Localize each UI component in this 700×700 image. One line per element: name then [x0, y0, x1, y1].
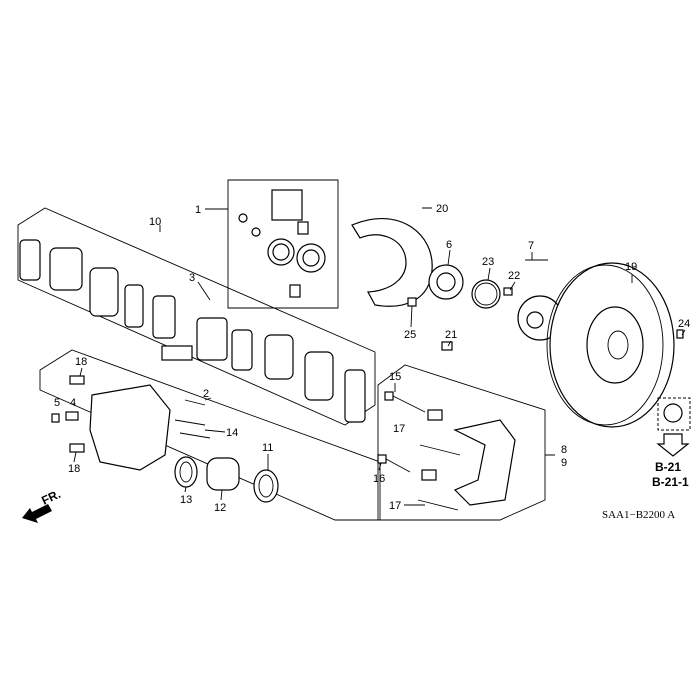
callout-19: 19 — [625, 261, 637, 273]
pads-and-shims — [19, 239, 366, 423]
callout-18-top: 18 — [75, 356, 87, 368]
front-indicator: FR. — [39, 487, 62, 508]
callout-23: 23 — [482, 256, 494, 268]
caliper-small-parts — [51, 375, 279, 503]
callout-3: 3 — [189, 272, 195, 284]
reference-b21[interactable]: B-21 — [655, 460, 681, 474]
splash-shield — [351, 218, 433, 307]
reference-b21-1[interactable]: B-21-1 — [652, 475, 689, 489]
front-arrow-icon — [22, 504, 52, 523]
callout-6: 6 — [446, 239, 452, 251]
callout-11: 11 — [262, 442, 273, 454]
caliper-body — [89, 384, 171, 471]
callout-10: 10 — [149, 216, 161, 228]
callout-25: 25 — [404, 329, 416, 341]
callout-7: 7 — [528, 240, 534, 252]
seal-kit-box — [227, 179, 339, 309]
callout-17-bottom: 17 — [389, 500, 401, 512]
callout-24: 24 — [678, 318, 690, 330]
callout-12: 12 — [214, 502, 226, 514]
callout-14: 14 — [226, 427, 238, 439]
diagram-code: SAA1−B2200 A — [602, 509, 675, 521]
bracket-small-parts — [377, 341, 461, 511]
callout-22: 22 — [508, 270, 520, 282]
callout-16: 16 — [373, 473, 385, 485]
callout-4: 4 — [70, 397, 76, 409]
caliper-bracket-box — [377, 364, 546, 521]
callout-18-bottom: 18 — [68, 463, 80, 475]
callout-1: 1 — [195, 204, 201, 216]
callout-5: 5 — [54, 397, 60, 409]
caliper-bracket — [453, 419, 516, 506]
callout-17-top: 17 — [393, 423, 405, 435]
seal-kit-parts — [238, 189, 326, 298]
callout-8: 8 — [561, 444, 567, 456]
nut-detail-box — [657, 397, 691, 431]
lock-nut — [663, 403, 683, 423]
callout-2: 2 — [203, 388, 209, 400]
callout-15: 15 — [389, 371, 401, 383]
callout-21: 21 — [445, 329, 457, 341]
callout-9: 9 — [561, 457, 567, 469]
callout-20: 20 — [436, 203, 448, 215]
pad-set-box — [17, 207, 376, 426]
brake-rotor — [546, 262, 675, 428]
callout-13: 13 — [180, 494, 192, 506]
reference-arrow-icon — [656, 433, 690, 457]
